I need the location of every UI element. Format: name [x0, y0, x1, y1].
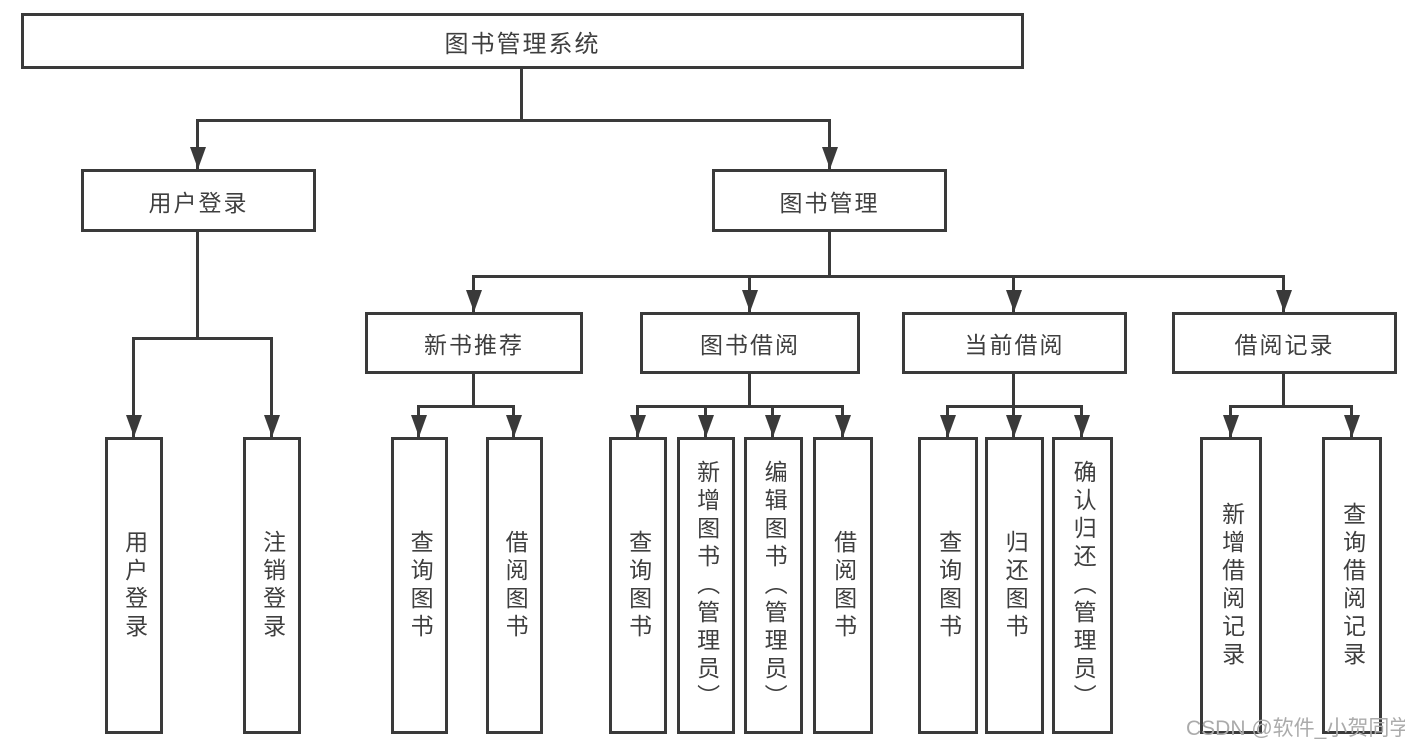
leaf-label: 注销登录	[259, 529, 286, 642]
leaf-label: 查询图书	[935, 529, 962, 642]
leaf-logout: 注销登录	[243, 437, 301, 734]
node-label: 当前借阅	[964, 332, 1065, 358]
leaf-user-login: 用户登录	[105, 437, 163, 734]
node-book-borrowing: 图书借阅	[640, 312, 860, 374]
arrow-down-icon	[1006, 290, 1022, 312]
arrow-down-icon	[835, 415, 851, 437]
arrow-down-icon	[126, 415, 142, 437]
leaf-borrow-books: 借阅图书	[813, 437, 873, 734]
leaf-label: 确认归还（管理员）	[1070, 459, 1097, 712]
connector-line	[1012, 374, 1015, 408]
node-label: 图书借阅	[700, 332, 800, 358]
node-library-management-system: 图书管理系统	[21, 13, 1024, 69]
leaf-confirm-return-admin: 确认归还（管理员）	[1052, 437, 1113, 734]
arrow-down-icon	[742, 290, 758, 312]
leaf-borrow-books-recommend: 借阅图书	[486, 437, 543, 734]
node-label: 图书管理系统	[444, 30, 601, 58]
connector-line	[472, 374, 475, 408]
leaf-label: 借阅图书	[502, 529, 529, 642]
connector-line	[828, 232, 831, 278]
connector-line	[132, 337, 135, 437]
leaf-label: 新增借阅记录	[1218, 501, 1245, 670]
arrow-down-icon	[698, 415, 714, 437]
leaf-query-borrow-record: 查询借阅记录	[1322, 437, 1382, 734]
node-user-login: 用户登录	[81, 169, 316, 232]
leaf-return-books: 归还图书	[985, 437, 1044, 734]
node-borrowing-records: 借阅记录	[1172, 312, 1397, 374]
leaf-label: 编辑图书（管理员）	[761, 459, 788, 712]
arrow-down-icon	[190, 147, 206, 169]
csdn-watermark: CSDN @软件_小贺同学	[1186, 717, 1405, 740]
connector-line	[270, 337, 273, 437]
leaf-query-books-current: 查询图书	[918, 437, 978, 734]
leaf-query-books-borrowing: 查询图书	[609, 437, 667, 734]
arrow-down-icon	[264, 415, 280, 437]
node-new-book-recommendation: 新书推荐	[365, 312, 583, 374]
connector-line	[196, 232, 199, 340]
leaf-label: 新增图书（管理员）	[693, 459, 720, 712]
leaf-query-books-recommend: 查询图书	[391, 437, 448, 734]
connector-line	[196, 119, 199, 169]
node-label: 借阅记录	[1234, 332, 1335, 358]
node-label: 新书推荐	[424, 332, 524, 358]
arrow-down-icon	[630, 415, 646, 437]
connector-line	[1229, 405, 1353, 408]
arrow-down-icon	[822, 147, 838, 169]
arrow-down-icon	[1223, 415, 1239, 437]
arrow-down-icon	[1074, 415, 1090, 437]
leaf-label: 归还图书	[1002, 529, 1029, 642]
node-label: 用户登录	[148, 189, 249, 216]
connector-line	[472, 275, 1285, 278]
leaf-label: 查询图书	[407, 529, 434, 642]
arrow-down-icon	[1006, 415, 1022, 437]
arrow-down-icon	[506, 415, 522, 437]
node-current-borrowing: 当前借阅	[902, 312, 1127, 374]
connector-line	[828, 119, 831, 169]
arrow-down-icon	[940, 415, 956, 437]
leaf-label: 查询图书	[625, 529, 652, 642]
connector-line	[196, 119, 831, 122]
connector-line	[132, 337, 273, 340]
leaf-add-borrow-record: 新增借阅记录	[1200, 437, 1262, 734]
leaf-label: 借阅图书	[830, 529, 857, 642]
arrow-down-icon	[1344, 415, 1360, 437]
connector-line	[636, 405, 844, 408]
arrow-down-icon	[411, 415, 427, 437]
leaf-label: 查询借阅记录	[1339, 501, 1366, 670]
arrow-down-icon	[1276, 290, 1292, 312]
leaf-edit-book-admin: 编辑图书（管理员）	[744, 437, 803, 734]
arrow-down-icon	[466, 290, 482, 312]
node-label: 图书管理	[779, 189, 880, 216]
node-book-management: 图书管理	[712, 169, 947, 232]
connector-line	[748, 374, 751, 408]
connector-line	[1282, 374, 1285, 408]
arrow-down-icon	[765, 415, 781, 437]
leaf-add-book-admin: 新增图书（管理员）	[677, 437, 735, 734]
connector-line	[520, 69, 523, 122]
leaf-label: 用户登录	[121, 529, 148, 642]
connector-line	[417, 405, 515, 408]
